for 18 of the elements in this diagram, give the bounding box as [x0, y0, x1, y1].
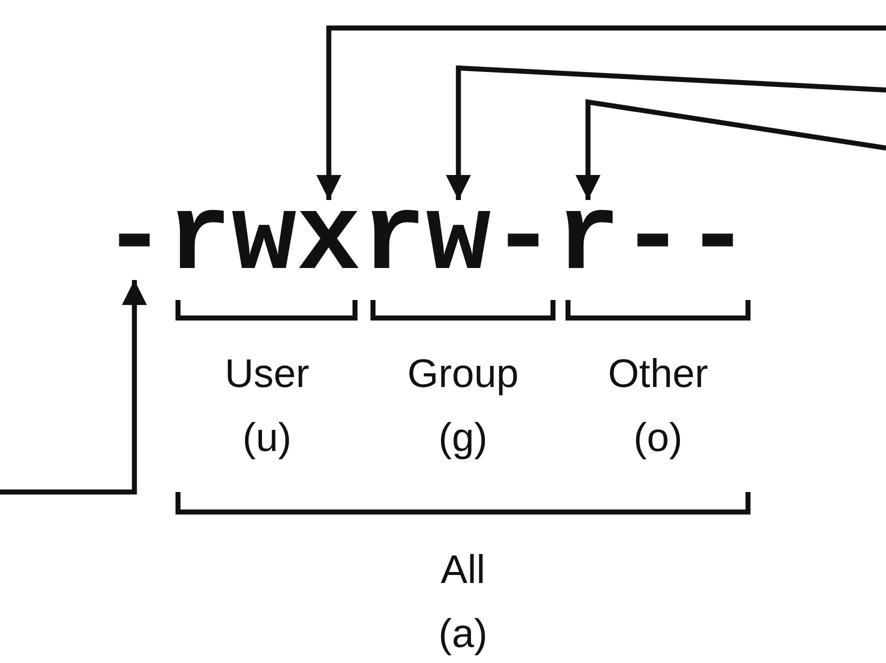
- permission-character: w: [232, 200, 296, 280]
- permission-character: x: [296, 200, 362, 280]
- permission-character: -: [685, 200, 750, 280]
- permission-character: r: [361, 200, 426, 280]
- arrow: [316, 26, 886, 200]
- permission-character: -: [490, 200, 556, 280]
- permission-character: r: [556, 200, 620, 280]
- arrow: [0, 280, 147, 494]
- bracket-label: Group (g): [406, 351, 520, 462]
- arrow: [446, 65, 886, 200]
- arrow: [576, 99, 886, 200]
- bracket-label: User (u): [224, 351, 310, 462]
- permission-character: w: [426, 200, 491, 280]
- bracket-label: All (a): [438, 547, 488, 658]
- permission-character: -: [102, 200, 167, 280]
- bracket-label: Other (o): [606, 351, 710, 462]
- permission-character: r: [166, 200, 232, 280]
- permission-character: -: [620, 200, 686, 280]
